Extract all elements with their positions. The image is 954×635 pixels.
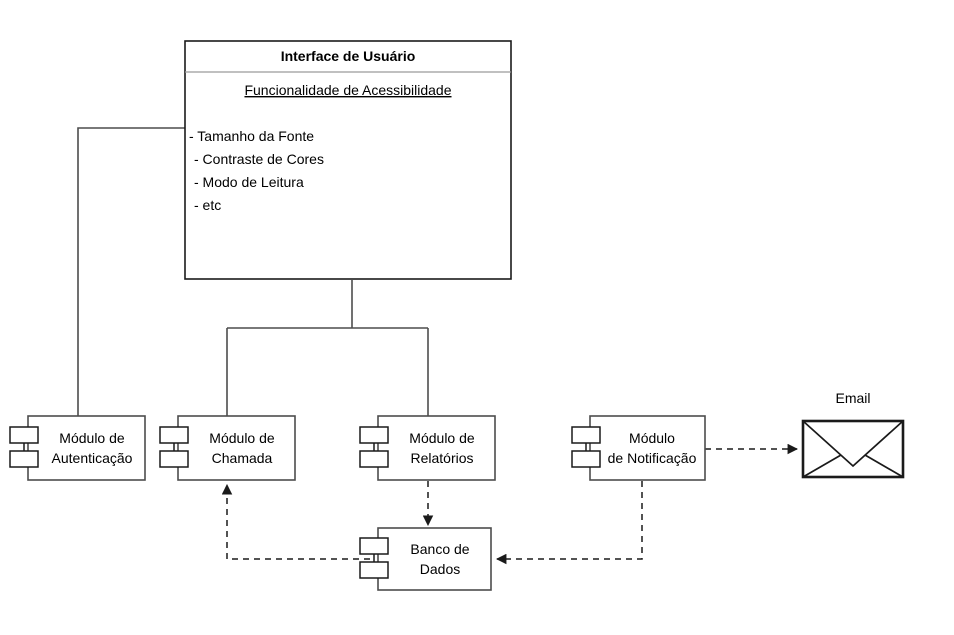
- notificacao-port-lower-icon: [571, 450, 601, 468]
- notificacao-port-upper-icon: [571, 426, 601, 444]
- component-banco-de-dados[interactable]: Banco de Dados: [359, 527, 492, 591]
- banco-frame: [377, 527, 492, 591]
- chamada-label-line2: Chamada: [212, 450, 273, 466]
- envelope-fold-right: [864, 454, 904, 478]
- relatorios-port-upper-icon: [359, 426, 389, 444]
- interface-panel-title: Interface de Usuário: [281, 48, 416, 64]
- envelope-icon: [801, 419, 905, 479]
- component-modulo-de-notificacao[interactable]: Módulo de Notificação: [571, 415, 706, 481]
- dashed-connectors: [221, 443, 799, 565]
- accessibility-item-reading-mode: - Modo de Leitura: [194, 174, 304, 190]
- notificacao-frame: [589, 415, 706, 481]
- external-email-node[interactable]: Email: [801, 390, 905, 479]
- banco-port-lower-icon: [359, 561, 389, 579]
- relatorios-port-lower-icon: [359, 450, 389, 468]
- autenticacao-port-lower-icon: [9, 450, 39, 468]
- autenticacao-label-line1: Módulo de: [59, 430, 125, 446]
- notificacao-label-line2: de Notificação: [608, 450, 697, 466]
- interface-panel-frame: [184, 40, 512, 280]
- notificacao-label-line1: Módulo: [629, 430, 675, 446]
- link-notificacao-to-banco: [495, 481, 643, 565]
- component-modulo-de-chamada[interactable]: Módulo de Chamada: [159, 415, 296, 481]
- relatorios-label-line1: Módulo de: [409, 430, 475, 446]
- autenticacao-label-line2: Autenticação: [52, 450, 133, 466]
- link-banco-to-chamada: [221, 483, 370, 560]
- accessibility-item-etc: - etc: [194, 197, 221, 213]
- banco-label-line2: Dados: [420, 561, 460, 577]
- envelope-fold-left: [802, 454, 842, 478]
- interface-panel-section-heading: Funcionalidade de Acessibilidade: [244, 82, 451, 98]
- autenticacao-frame: [27, 415, 146, 481]
- component-modulo-de-relatorios[interactable]: Módulo de Relatórios: [359, 415, 496, 481]
- banco-label-line1: Banco de: [410, 541, 469, 557]
- accessibility-item-contrast: - Contraste de Cores: [194, 151, 324, 167]
- interface-de-usuario-panel[interactable]: Interface de Usuário Funcionalidade de A…: [184, 40, 512, 280]
- link-ui-to-autenticacao: [77, 127, 185, 416]
- chamada-port-upper-icon: [159, 426, 189, 444]
- chamada-label-line1: Módulo de: [209, 430, 275, 446]
- accessibility-item-font-size: - Tamanho da Fonte: [189, 128, 314, 144]
- envelope-flap-top: [802, 420, 904, 468]
- chamada-port-lower-icon: [159, 450, 189, 468]
- autenticacao-port-upper-icon: [9, 426, 39, 444]
- email-label: Email: [835, 390, 870, 406]
- relatorios-label-line2: Relatórios: [410, 450, 473, 466]
- chamada-frame: [177, 415, 296, 481]
- relatorios-frame: [377, 415, 496, 481]
- component-modulo-de-autenticacao[interactable]: Módulo de Autenticação: [9, 415, 146, 481]
- solid-connectors: [77, 127, 429, 416]
- banco-port-upper-icon: [359, 537, 389, 555]
